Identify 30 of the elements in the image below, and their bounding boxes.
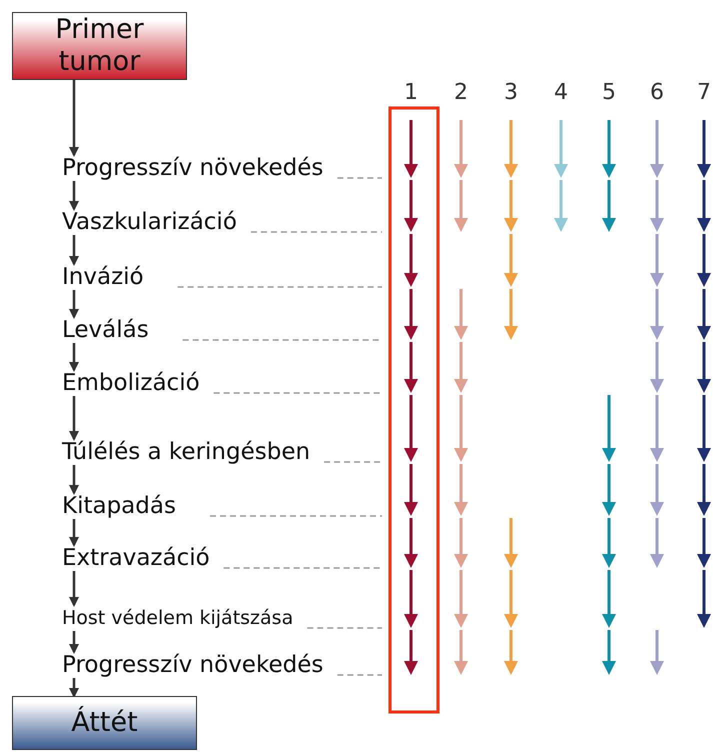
arrow	[69, 519, 79, 547]
stage-box: Primer tumor	[12, 12, 187, 80]
arrow	[69, 235, 79, 266]
arrow	[69, 678, 79, 698]
column-number: 4	[553, 80, 569, 105]
arrow	[69, 181, 79, 211]
step-label: Kitapadás	[62, 493, 176, 519]
step-label: Embolizáció	[62, 370, 200, 396]
arrow	[69, 343, 79, 372]
arrow	[69, 465, 79, 495]
arrow	[69, 80, 79, 157]
step-label: Host védelem kijátszása	[62, 605, 294, 631]
step-label: Progresszív növekedés	[62, 155, 324, 181]
step-label: Leválás	[62, 317, 149, 343]
arrow	[69, 571, 79, 607]
arrow	[69, 631, 79, 654]
column-number: 5	[601, 80, 617, 105]
stage-box: Áttét	[12, 696, 197, 750]
arrow	[69, 290, 79, 319]
column-number: 1	[403, 80, 419, 105]
step-label: Progresszív növekedés	[62, 652, 324, 678]
column-number: 3	[503, 80, 519, 105]
step-label: Túlélés a keringésben	[62, 439, 310, 465]
step-label: Extravazáció	[62, 545, 210, 571]
step-label: Vaszkularizáció	[62, 209, 237, 235]
column-number: 2	[453, 80, 469, 105]
column-number: 6	[649, 80, 665, 105]
arrow	[69, 396, 79, 441]
step-label: Invázió	[62, 264, 144, 290]
column-number: 7	[696, 80, 712, 105]
